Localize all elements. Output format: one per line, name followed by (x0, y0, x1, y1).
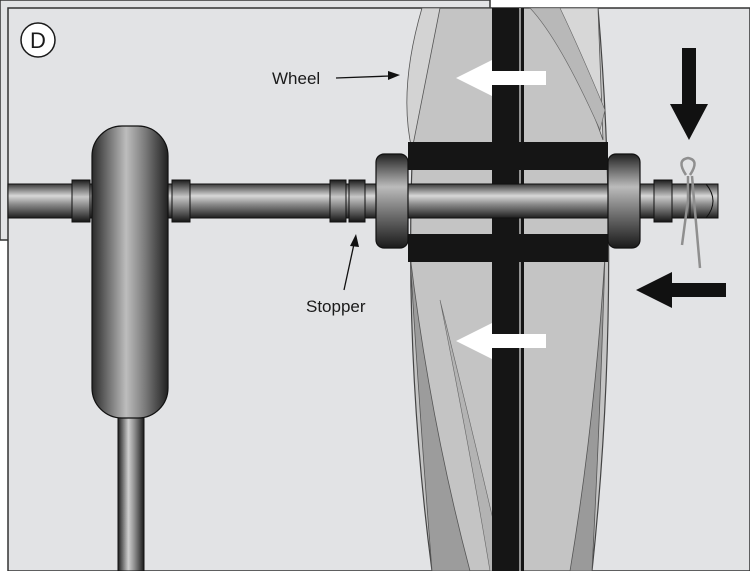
collar-left-2 (171, 179, 191, 223)
hub-cap-left (375, 153, 409, 249)
collar-left-1 (71, 179, 91, 223)
vertical-support-rod (117, 409, 145, 571)
wheel-center-band (492, 8, 524, 571)
stopper-leader-line (343, 243, 355, 291)
arrow-left-icon (456, 60, 546, 96)
panel-badge (20, 22, 56, 58)
stopper-label: Stopper (306, 297, 366, 316)
arrow-down-icon (670, 48, 708, 140)
arrow-left-icon (636, 272, 726, 308)
hub-band-top (408, 142, 608, 170)
wheel-leader-arrowhead (388, 71, 400, 80)
arrow-left-icon (456, 323, 546, 359)
wheel-label: Wheel (272, 69, 320, 88)
panel-letter: D (30, 28, 46, 53)
stopper-leader-arrowhead (350, 234, 359, 247)
hub-band-bottom (408, 234, 608, 262)
stopper-collar-2 (348, 179, 366, 223)
cotter-pin (680, 156, 702, 269)
hub-cap-right (607, 153, 641, 249)
stopper-collar-1 (329, 179, 347, 223)
wheel-leader-line (335, 75, 391, 79)
collar-right (653, 179, 673, 223)
axle-holder-block (91, 125, 169, 419)
